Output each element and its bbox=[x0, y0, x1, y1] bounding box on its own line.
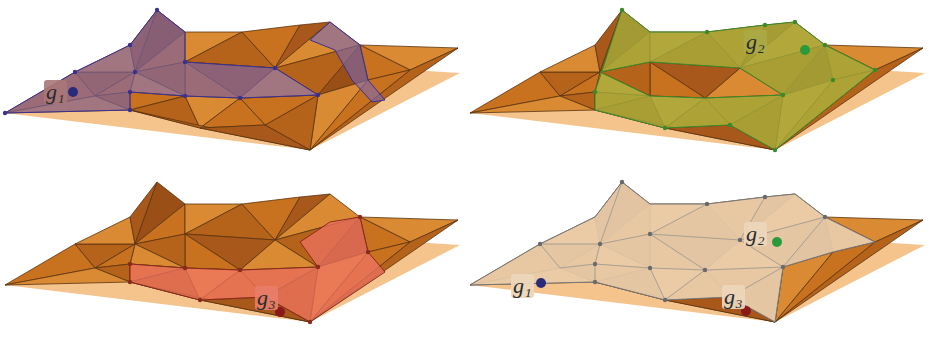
mesh-vertices bbox=[538, 180, 827, 302]
generator-point bbox=[800, 45, 810, 55]
generator-point bbox=[536, 278, 546, 288]
terrain bbox=[470, 182, 925, 322]
green-region bbox=[595, 10, 875, 150]
generator-point bbox=[68, 87, 78, 97]
panel bbox=[3, 8, 460, 150]
red-region bbox=[130, 217, 385, 322]
mesh-vertices bbox=[593, 8, 877, 152]
mesh-lines bbox=[540, 182, 825, 300]
panel bbox=[470, 180, 925, 322]
region-label: g₂ bbox=[744, 222, 767, 246]
region-label: g₃ bbox=[255, 286, 278, 310]
region-label: g₂ bbox=[744, 30, 767, 54]
mesh-vertices bbox=[3, 8, 320, 115]
light-region bbox=[470, 182, 875, 322]
purple-region bbox=[310, 22, 385, 102]
panel bbox=[5, 182, 460, 324]
region-label: g₁ bbox=[44, 80, 67, 104]
region-label: g₁ bbox=[511, 274, 534, 298]
purple-region bbox=[5, 10, 318, 113]
region-label: g₃ bbox=[722, 285, 745, 309]
terrain bbox=[5, 182, 460, 322]
mesh-vertices bbox=[128, 215, 370, 324]
generator-point bbox=[772, 237, 782, 247]
terrain bbox=[470, 10, 925, 150]
panel bbox=[470, 8, 925, 152]
terrain bbox=[5, 10, 460, 150]
